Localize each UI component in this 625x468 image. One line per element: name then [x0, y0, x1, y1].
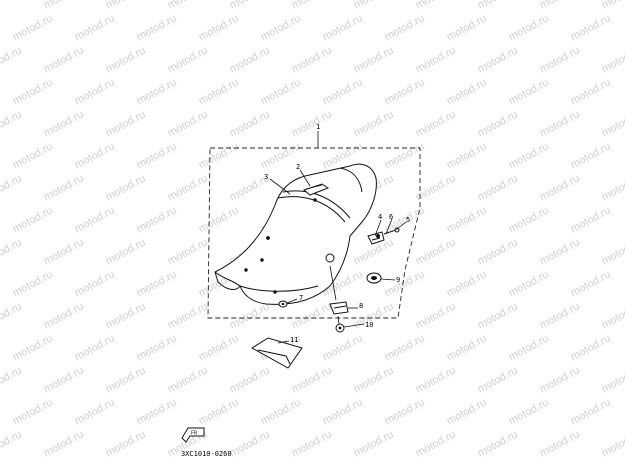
nut [335, 323, 345, 333]
seat-emblem [302, 183, 330, 196]
front-arrow-icon: FR [181, 427, 205, 443]
callout-1: 1 [316, 123, 320, 131]
grommet [278, 300, 288, 308]
callout-11: 11 [290, 336, 298, 344]
seat-cover [251, 337, 303, 369]
seat [214, 163, 377, 305]
callout-2: 2 [296, 163, 300, 171]
seat-damper [366, 272, 382, 284]
assembly-boundary [207, 147, 421, 319]
leader-lines [269, 131, 407, 344]
seat-bracket [367, 231, 385, 245]
callout-3: 3 [264, 173, 268, 181]
part-code: 3XC1010-0260 [181, 450, 232, 458]
callout-6: 6 [389, 213, 393, 221]
svg-text:FR: FR [191, 431, 198, 437]
callout-4: 4 [378, 213, 382, 221]
callout-9: 9 [396, 276, 400, 284]
callout-7: 7 [299, 294, 303, 302]
callout-8: 8 [359, 302, 363, 310]
callout-10: 10 [365, 321, 373, 329]
callout-5: 5 [406, 216, 410, 224]
seat-lock-bracket [329, 301, 349, 315]
